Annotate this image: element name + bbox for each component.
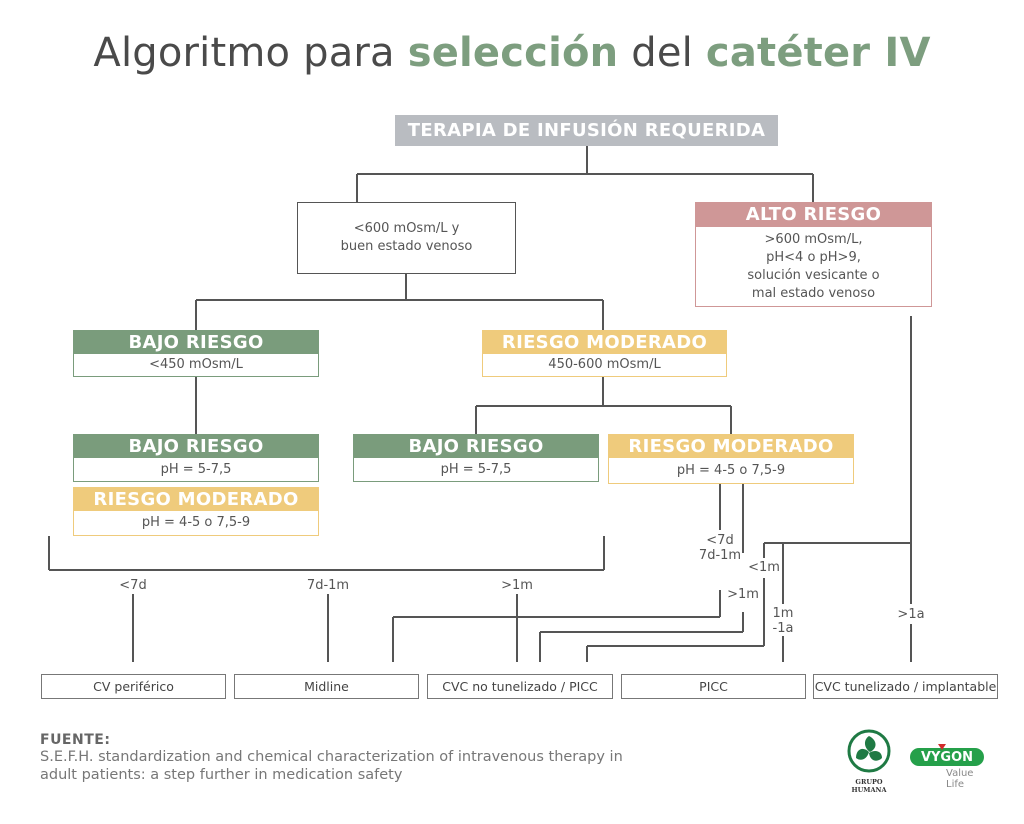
terapia-box: TERAPIA DE INFUSIÓN REQUERIDA: [395, 115, 778, 146]
alto-riesgo-header: ALTO RIESGO: [695, 202, 932, 227]
riesgo-moderado-1-header: RIESGO MODERADO: [482, 330, 727, 354]
bajo-riesgo-2-header: BAJO RIESGO: [73, 434, 319, 458]
grupo-humana-text: GRUPO HUMANA: [851, 778, 887, 794]
label-right-lt7d: <7d 7d-1m: [698, 533, 742, 563]
title-part1: Algoritmo para: [93, 30, 408, 76]
bajo-riesgo-1-body: <450 mOsm/L: [73, 354, 319, 377]
riesgo-moderado-3-header: RIESGO MODERADO: [608, 434, 854, 458]
vygon-logo: VYGON Value Life: [910, 744, 994, 790]
left-condition-box: <600 mOsm/L y buen estado venoso: [297, 202, 516, 274]
label-gt1m: >1m: [501, 578, 533, 593]
label-1m-1a: 1m -1a: [772, 606, 794, 636]
outcome-cvc-tunelizado: CVC tunelizado / implantable: [813, 674, 998, 699]
riesgo-moderado-3-body: pH = 4-5 o 7,5-9: [608, 458, 854, 484]
vygon-wordmark: VYGON: [910, 748, 984, 766]
bajo-riesgo-3-body: pH = 5-7,5: [353, 458, 599, 482]
title-part4: catéter IV: [705, 30, 931, 76]
bajo-riesgo-3-header: BAJO RIESGO: [353, 434, 599, 458]
vygon-mark-icon: [938, 744, 946, 750]
bajo-riesgo-1-header: BAJO RIESGO: [73, 330, 319, 354]
riesgo-moderado-1-body: 450-600 mOsm/L: [482, 354, 727, 377]
riesgo-moderado-2-body: pH = 4-5 o 7,5-9: [73, 511, 319, 536]
label-7d-1m: 7d-1m: [306, 578, 350, 593]
grupo-humana-logo: GRUPO HUMANA: [844, 728, 894, 798]
label-lt7d: <7d: [119, 578, 147, 593]
outcome-picc: PICC: [621, 674, 806, 699]
riesgo-moderado-2-header: RIESGO MODERADO: [73, 487, 319, 511]
bajo-riesgo-2-body: pH = 5-7,5: [73, 458, 319, 482]
outcome-cv-periferico: CV periférico: [41, 674, 226, 699]
vygon-tagline: Value Life: [946, 768, 974, 790]
page-title: Algoritmo para selección del catéter IV: [0, 30, 1024, 76]
outcome-midline: Midline: [234, 674, 419, 699]
title-part3: del: [618, 30, 706, 76]
label-gt1a: >1a: [897, 607, 925, 622]
source-text: S.E.F.H. standardization and chemical ch…: [40, 749, 623, 783]
label-right-gt1m: >1m: [727, 587, 759, 602]
outcome-cvc-no-tunelizado: CVC no tunelizado / PICC: [427, 674, 613, 699]
title-part2: selección: [407, 30, 619, 76]
source-title: FUENTE:: [40, 732, 111, 748]
label-right-lt1m: <1m: [748, 560, 780, 575]
grupo-humana-emblem-icon: [847, 729, 891, 773]
alto-riesgo-body: >600 mOsm/L, pH<4 o pH>9, solución vesic…: [695, 227, 932, 307]
